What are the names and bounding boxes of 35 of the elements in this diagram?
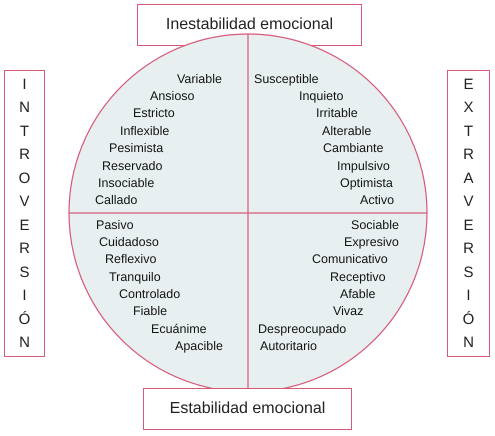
trait-word: Vivaz	[333, 304, 364, 318]
label-box: EXTRAVERSIÓN	[447, 70, 490, 357]
trait-word: Tranquilo	[109, 270, 161, 284]
trait-word: Irritable	[316, 106, 358, 120]
trait-word: Afable	[340, 287, 376, 301]
trait-word: Controlado	[119, 287, 180, 301]
trait-word: Receptivo	[330, 270, 386, 284]
trait-word: Inquieto	[299, 89, 344, 103]
trait-word: Insociable	[98, 176, 154, 190]
trait-word: Inflexible	[120, 124, 170, 138]
trait-word: Callado	[95, 193, 138, 207]
trait-word: Pesimista	[109, 141, 164, 155]
trait-word: Ansioso	[150, 89, 194, 103]
trait-word: Apacible	[175, 339, 223, 353]
trait-word: Optimista	[340, 176, 393, 190]
trait-word: Variable	[177, 72, 222, 86]
label-box: INTROVERSIÓN	[4, 70, 45, 357]
trait-word: Fiable	[133, 304, 168, 318]
trait-word: Alterable	[322, 124, 372, 138]
trait-word: Cuidadoso	[99, 235, 159, 249]
trait-word: Activo	[360, 193, 394, 207]
trait-word: Susceptible	[254, 72, 319, 86]
label-box: Estabilidad emocional	[143, 388, 352, 430]
trait-word: Expresivo	[344, 235, 399, 249]
trait-word: Ecuánime	[151, 322, 207, 336]
trait-word: Autoritario	[260, 339, 317, 353]
trait-word: Estricto	[133, 106, 175, 120]
trait-word: Reservado	[102, 159, 162, 173]
trait-word: Cambiante	[323, 141, 384, 155]
trait-word: Pasivo	[96, 218, 134, 232]
trait-word: Reflexivo	[105, 252, 156, 266]
trait-word: Despreocupado	[258, 322, 346, 336]
trait-word: Sociable	[351, 218, 399, 232]
trait-word: Comunicativo	[312, 252, 388, 266]
trait-word: Impulsivo	[337, 159, 390, 173]
